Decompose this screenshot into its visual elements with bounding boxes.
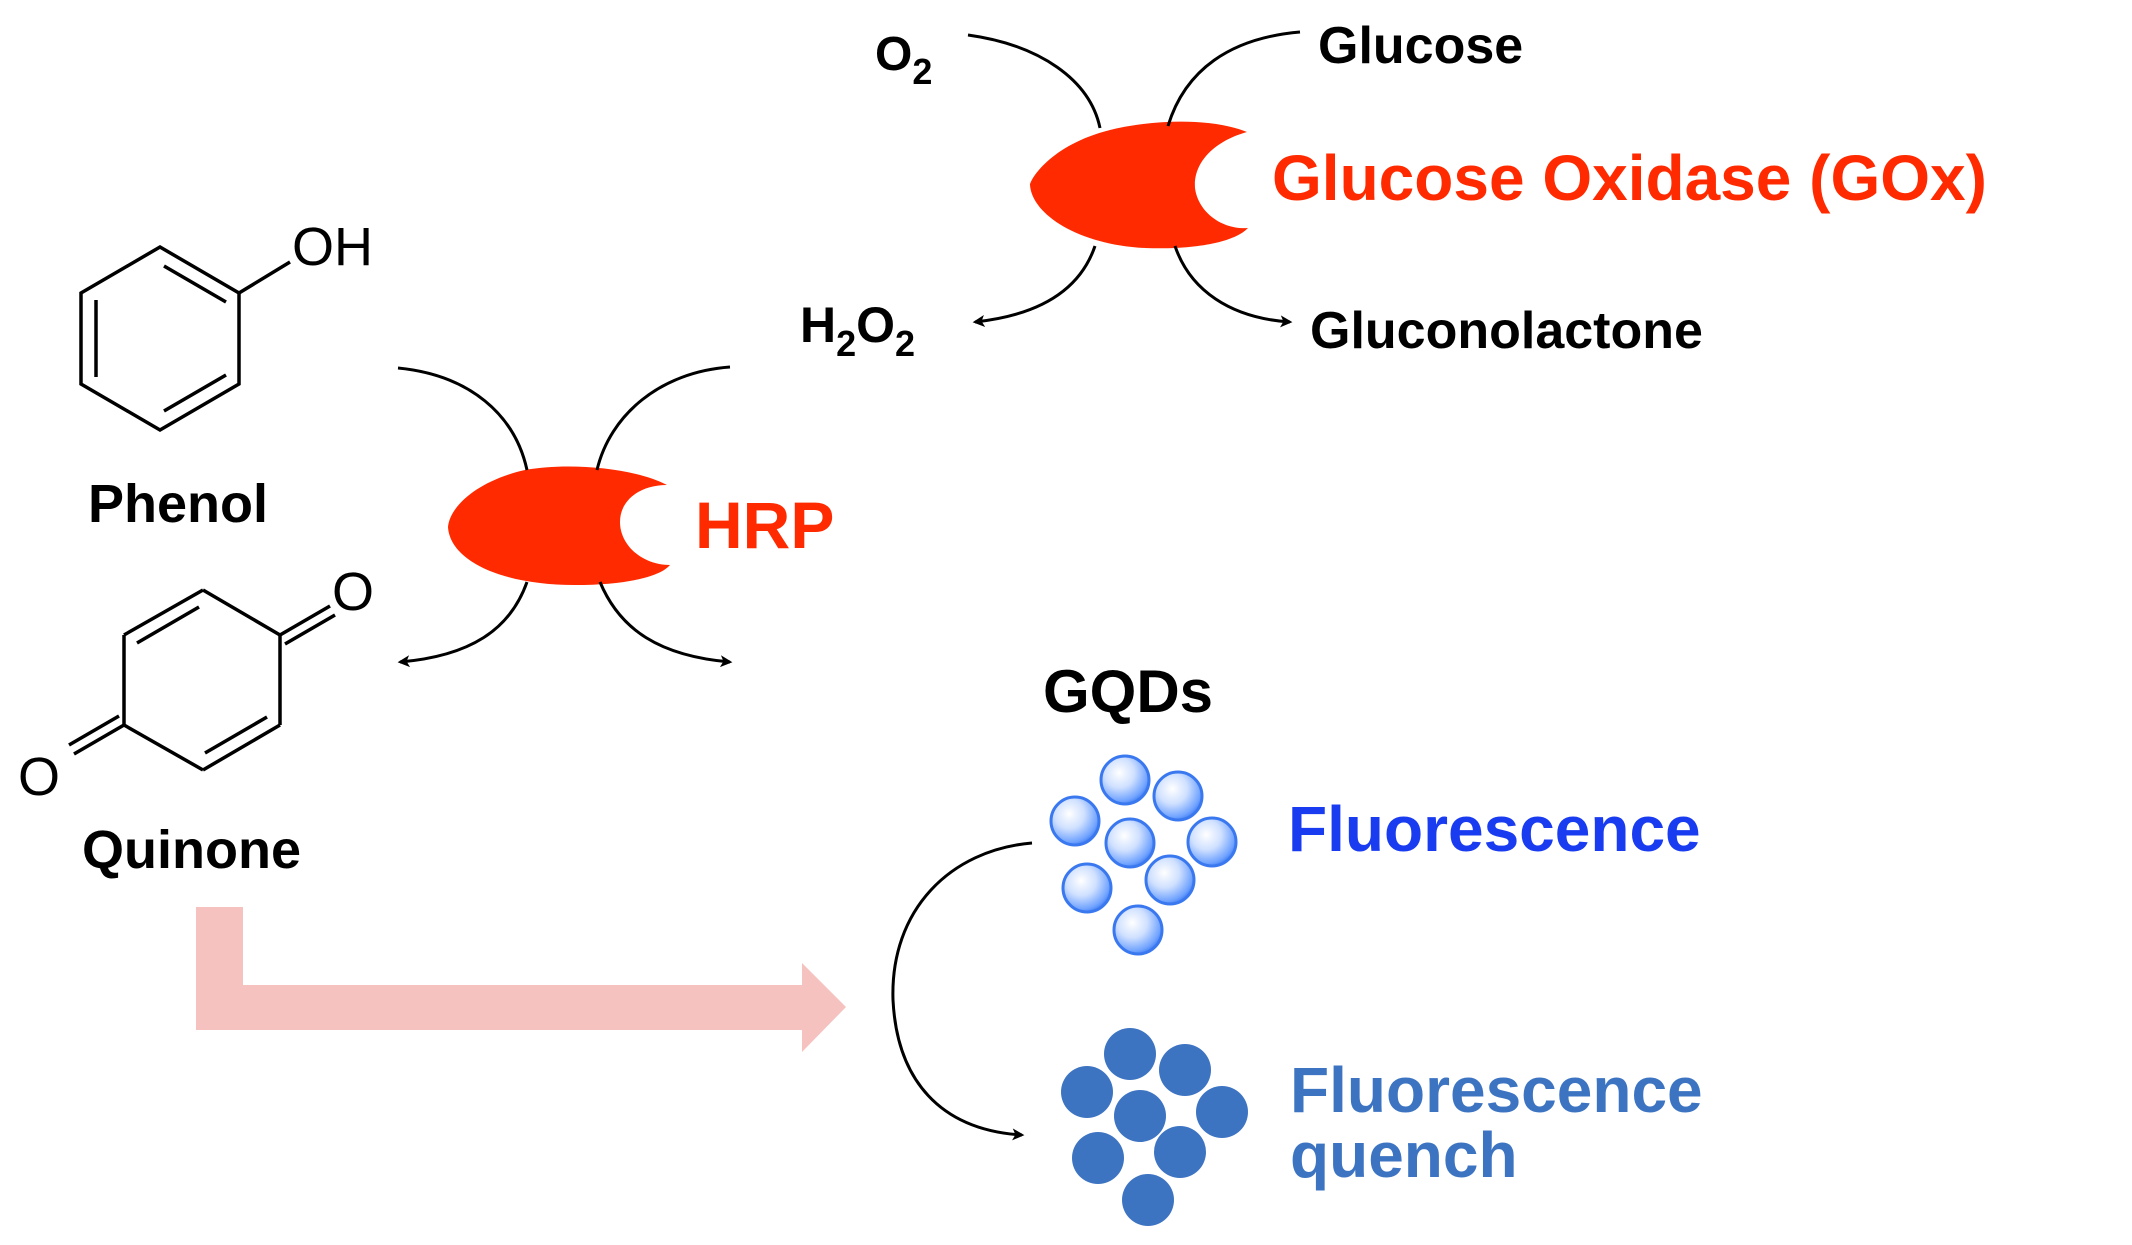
phenol-label: Phenol: [88, 474, 268, 534]
quench-label-line1: Fluorescence: [1290, 1054, 1703, 1126]
quinone-o-bottom: O: [18, 747, 60, 807]
gox-label: Glucose Oxidase (GOx): [1272, 142, 1987, 214]
hrp-enzyme-icon: [448, 466, 670, 585]
hrp-reaction-arrows: [397, 365, 733, 668]
hrp-label: HRP: [695, 488, 834, 562]
gox-reaction-arrows: [967, 30, 1301, 328]
process-arrow: [196, 907, 846, 1052]
gqd-bright-cluster-icon: [1049, 754, 1238, 956]
oh-label: OH: [292, 217, 373, 277]
quinone-label: Quinone: [82, 820, 301, 880]
gqds-label: GQDs: [1043, 658, 1213, 725]
gqd-quenched-cluster-icon: [1061, 1028, 1248, 1226]
quinone-o-top: O: [332, 562, 374, 622]
h2o2-label: H2O2: [800, 297, 915, 364]
quench-arrow: [891, 841, 1033, 1141]
quench-label-line2: quench: [1290, 1119, 1518, 1191]
phenol-structure: [79, 244, 291, 433]
glucose-label: Glucose: [1318, 17, 1523, 75]
fluorescence-label: Fluorescence: [1288, 793, 1701, 865]
gluconolactone-label: Gluconolactone: [1310, 302, 1703, 360]
quinone-structure: [68, 588, 336, 772]
gox-enzyme-icon: [1030, 121, 1248, 249]
o2-label: O2: [875, 28, 932, 92]
